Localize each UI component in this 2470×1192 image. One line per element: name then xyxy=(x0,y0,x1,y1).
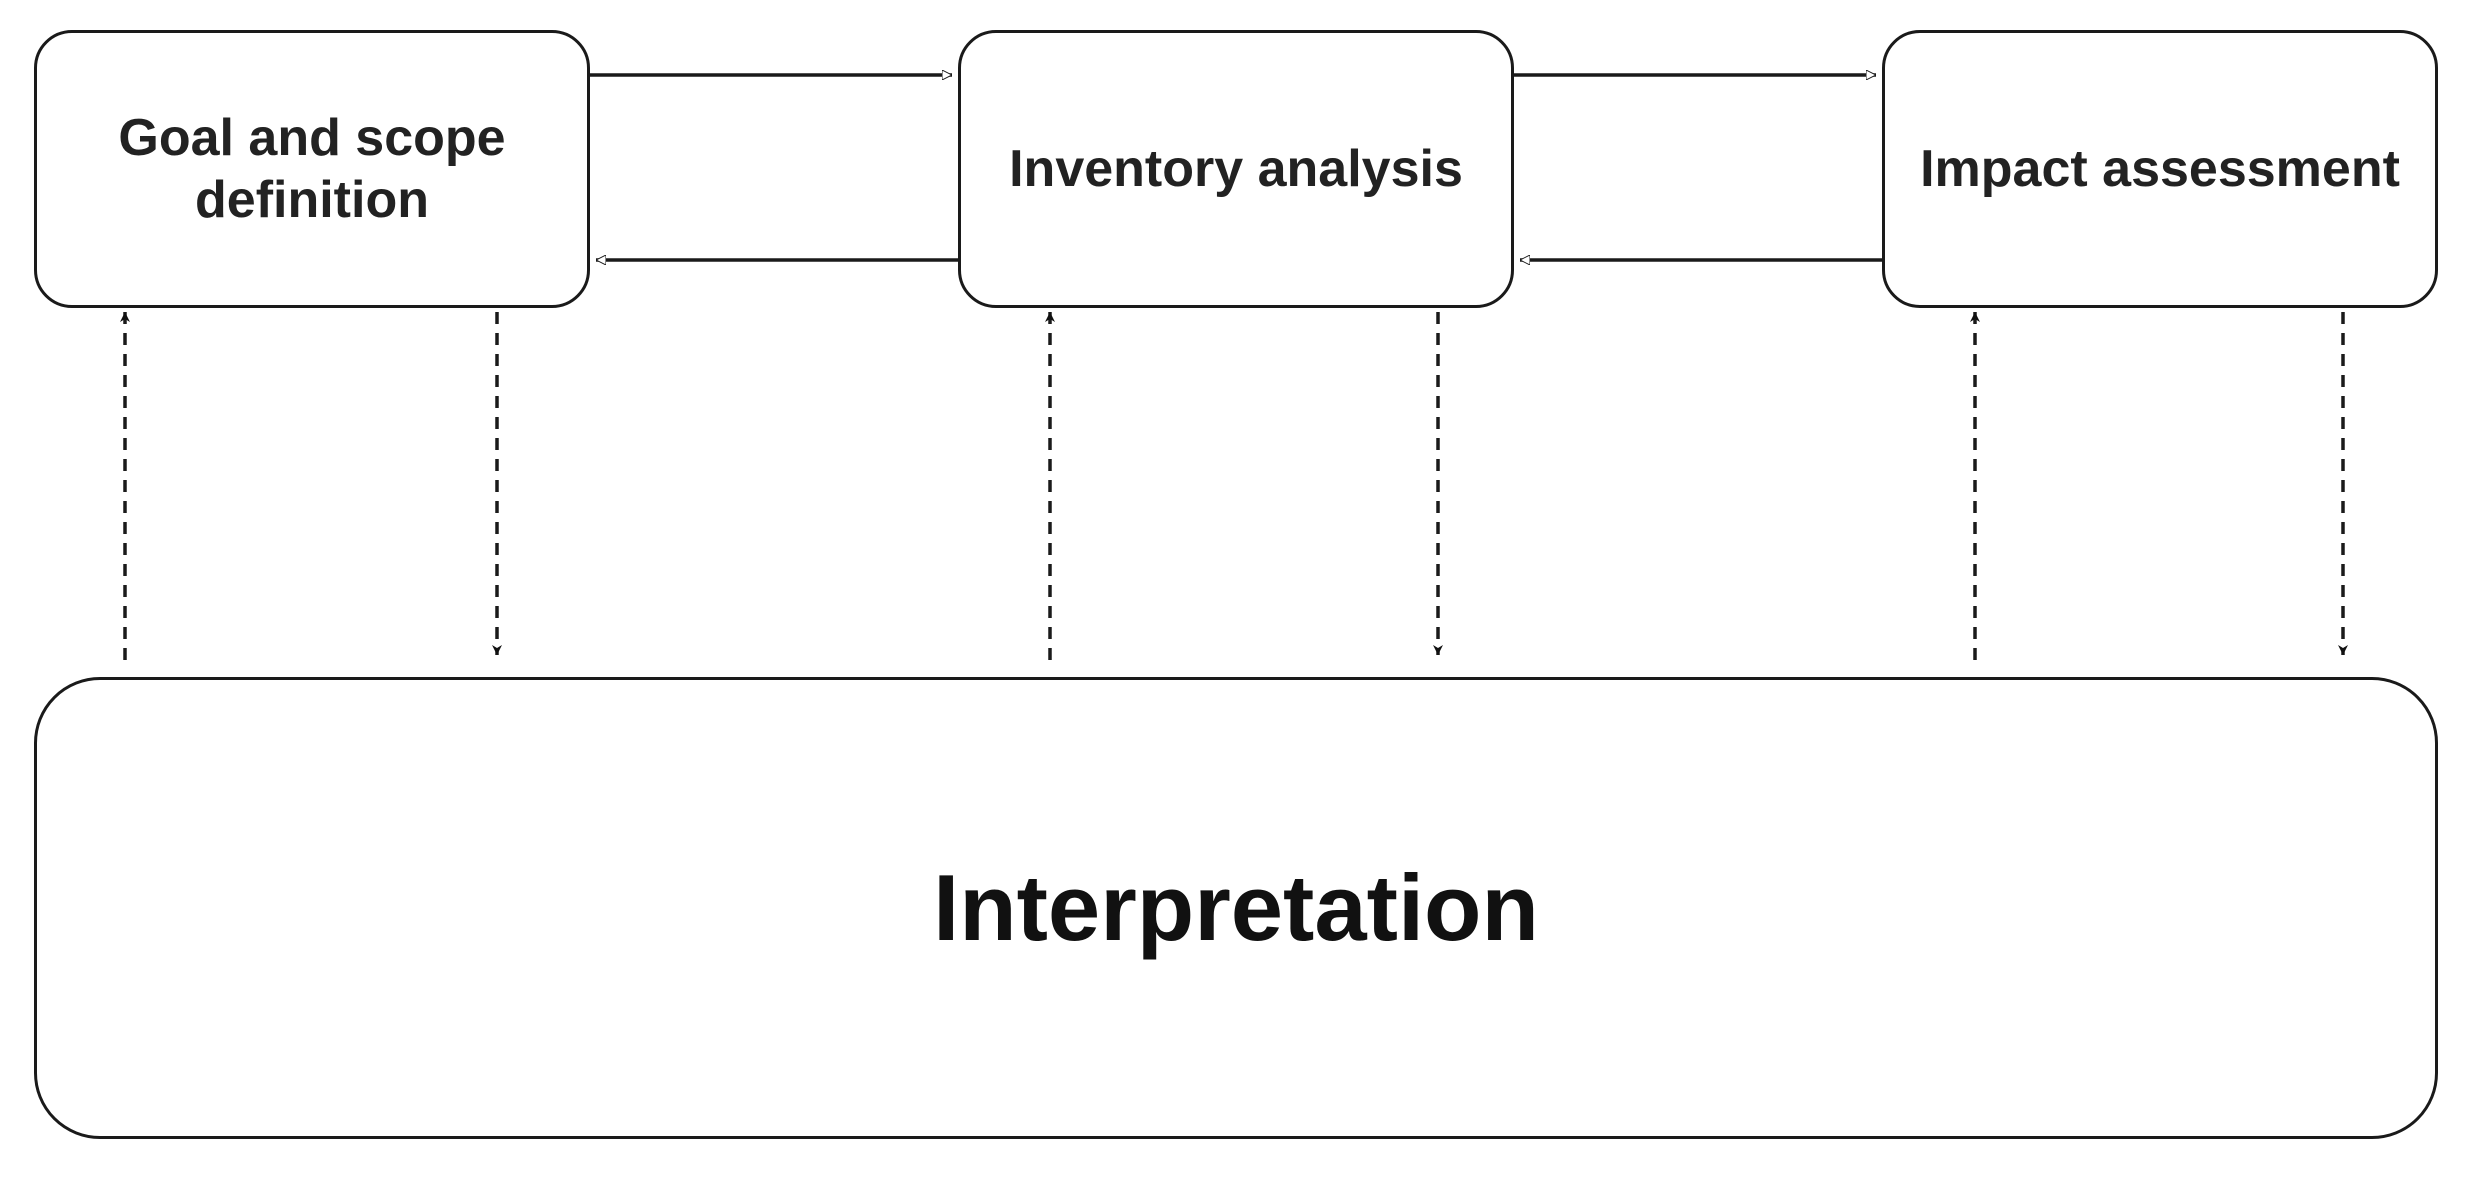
stage-label-goal: Goal and scope definition xyxy=(118,107,505,232)
stage-box-inventory-analysis: Inventory analysis xyxy=(958,30,1514,308)
stage-label-impact: Impact assessment xyxy=(1920,139,2400,198)
stage-label-goal-line1: Goal and scope xyxy=(118,108,506,167)
stage-label-inventory: Inventory analysis xyxy=(1009,139,1463,198)
stage-box-impact-assessment: Impact assessment xyxy=(1882,30,2438,308)
stage-label-goal-line2: definition xyxy=(195,171,429,229)
stage-box-goal-and-scope: Goal and scope definition xyxy=(34,30,590,308)
interpretation-label: Interpretation xyxy=(933,855,1539,960)
interpretation-box: Interpretation xyxy=(34,677,2438,1139)
